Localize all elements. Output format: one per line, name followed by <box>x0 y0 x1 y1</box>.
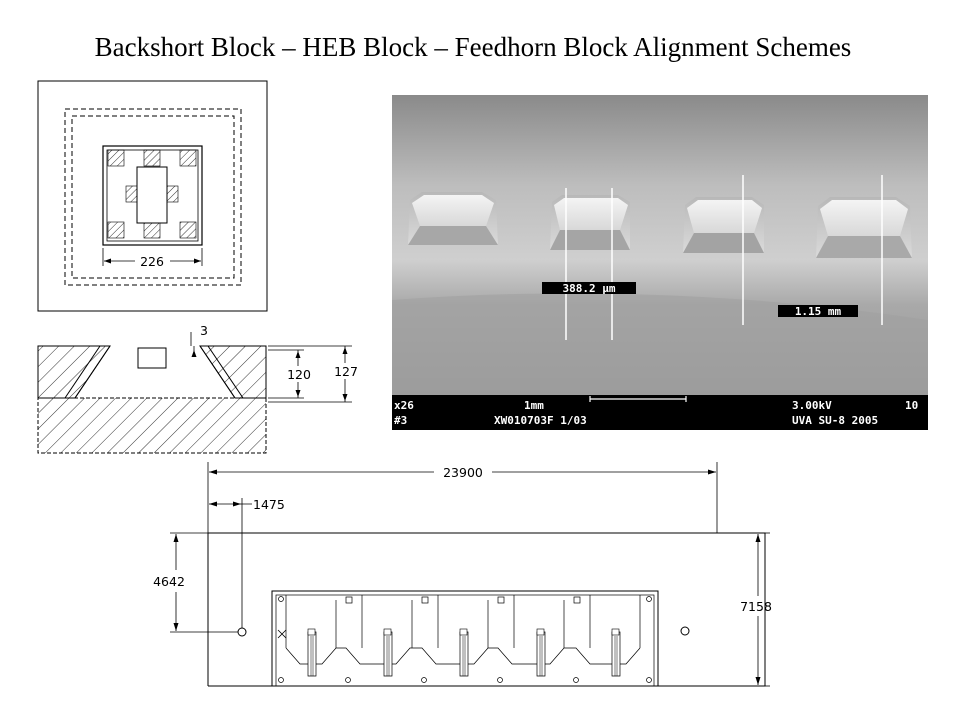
sem-lab-label: UVA SU-8 2005 <box>792 414 878 427</box>
top-view-dashed-inner <box>71 115 235 279</box>
sem-info-bar <box>392 395 928 430</box>
mixer-probes <box>307 628 621 677</box>
cross-section-drawing: 3 120 127 <box>37 323 361 454</box>
dim-226-label: 226 <box>140 254 164 269</box>
sem-measure-pitch: 1.15 mm <box>795 305 842 318</box>
sem-pillar-2 <box>550 195 630 250</box>
dim-4642-label: 4642 <box>153 574 185 589</box>
top-view-outer-frame <box>37 80 268 312</box>
sem-partial-label: 10 <box>905 399 918 412</box>
alignment-pin-left <box>237 627 247 637</box>
chip-cross-section <box>137 347 167 369</box>
dim-120-label: 120 <box>287 367 311 382</box>
top-view-dashed-outer <box>64 108 242 286</box>
sem-mag-label: x26 <box>394 399 414 412</box>
block-drawing: 23900 1475 4642 7158 <box>153 462 772 687</box>
page-title: Backshort Block – HEB Block – Feedhorn B… <box>94 32 852 62</box>
sem-pillar-3 <box>683 197 764 253</box>
dim-3-label: 3 <box>200 323 208 338</box>
top-view-pocket <box>102 145 203 246</box>
sem-pillar-1 <box>408 192 498 245</box>
mixer-array <box>271 590 659 687</box>
sem-voltage-label: 3.00kV <box>792 399 832 412</box>
top-view-drawing: 226 <box>37 80 268 312</box>
dim-1475-label: 1475 <box>253 497 285 512</box>
sem-measure-pillar: 388.2 µm <box>563 282 616 295</box>
sem-num-label: #3 <box>394 414 407 427</box>
sem-pillar-4 <box>816 197 912 258</box>
origin-mark-icon <box>277 629 287 639</box>
dim-127-label: 127 <box>334 364 358 379</box>
device-chip-outline <box>136 166 168 224</box>
sem-file-label: XW010703F 1/03 <box>494 414 587 427</box>
dim-7158-label: 7158 <box>740 599 772 614</box>
sem-scale-label: 1mm <box>524 399 544 412</box>
mixer-screw-holes <box>278 596 652 683</box>
alignment-pin-right <box>680 626 690 636</box>
dim-23900-label: 23900 <box>443 465 483 480</box>
sem-micrograph: 388.2 µm 1.15 mm x26 #3 1mm XW010703F 1/… <box>392 95 928 430</box>
